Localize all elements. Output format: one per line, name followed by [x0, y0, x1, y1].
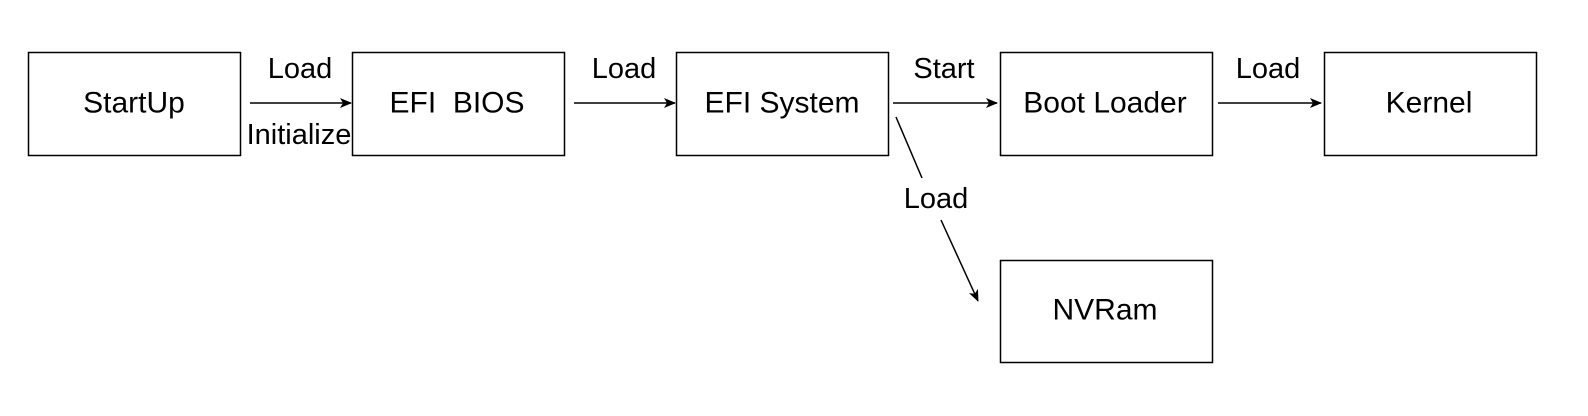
edge-system-to-bootloader-label: Start	[913, 53, 974, 85]
node-kernel-label: Kernel	[1386, 87, 1473, 120]
edge-system-to-nvram: Load	[895, 116, 979, 302]
node-efi-system: EFI System	[675, 51, 890, 157]
edge-system-to-nvram-label: Load	[904, 183, 969, 215]
edge-bootloader-to-kernel: Load	[1218, 53, 1322, 108]
edge-bios-to-system-label: Load	[592, 53, 657, 85]
node-efi-bios-label: EFI BIOS	[389, 87, 524, 120]
node-nvram-label: NVRam	[1052, 294, 1157, 327]
node-startup: StartUp	[27, 51, 242, 157]
edge-startup-to-bios-label-bottom: Initialize	[247, 119, 352, 151]
node-efi-bios: EFI BIOS	[351, 51, 566, 157]
node-startup-label: StartUp	[83, 87, 185, 120]
node-boot-loader: Boot Loader	[999, 51, 1214, 157]
edge-bios-to-system: Load	[574, 53, 676, 108]
edge-startup-to-bios: Load Initialize	[243, 53, 352, 154]
node-kernel: Kernel	[1323, 51, 1538, 157]
edge-startup-to-bios-label-top: Load	[268, 53, 333, 85]
node-nvram: NVRam	[999, 259, 1214, 364]
node-boot-loader-label: Boot Loader	[1023, 87, 1186, 120]
edge-system-to-bootloader: Start	[893, 53, 998, 108]
edge-bootloader-to-kernel-label: Load	[1236, 53, 1301, 85]
node-efi-system-label: EFI System	[704, 87, 859, 120]
